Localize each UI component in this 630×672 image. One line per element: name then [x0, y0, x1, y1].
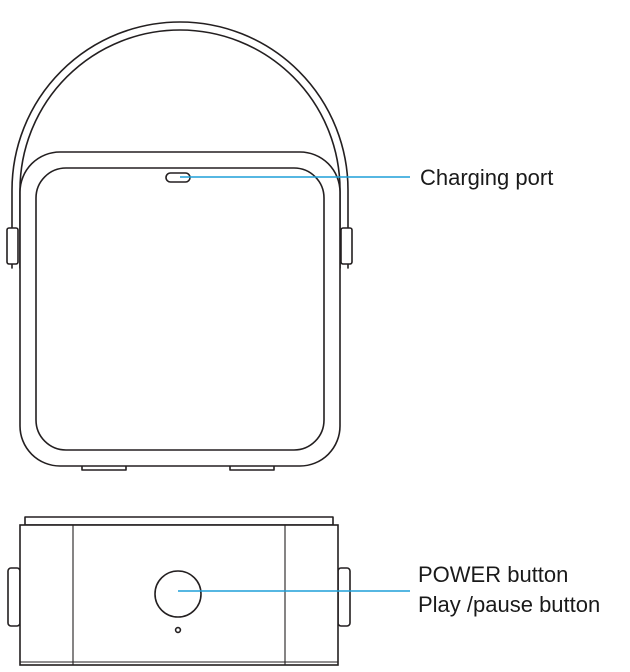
- play-pause-button-label: Play /pause button: [418, 592, 600, 617]
- top-hinge-right: [337, 567, 351, 627]
- top-hinge-left: [7, 567, 21, 627]
- speaker-body: [19, 151, 341, 467]
- top-view-body: [19, 524, 339, 666]
- power-button-label: POWER button: [418, 562, 568, 587]
- speaker-grille: [35, 167, 325, 451]
- speaker-front-view: [6, 21, 353, 471]
- power-button: [154, 570, 202, 618]
- speaker-top-view: [7, 516, 351, 666]
- handle-inner: [19, 29, 341, 269]
- hinge-left: [6, 227, 19, 265]
- hinge-right: [340, 227, 353, 265]
- top-view-lip: [24, 516, 334, 526]
- microphone-hole: [174, 626, 182, 634]
- handle-outer: [11, 21, 349, 269]
- charging-port-label: Charging port: [420, 165, 553, 190]
